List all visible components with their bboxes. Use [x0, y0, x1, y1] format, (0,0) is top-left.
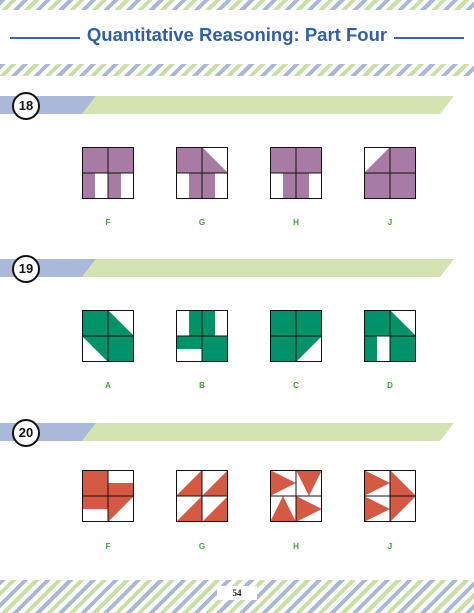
choice-18-f[interactable] [82, 147, 134, 199]
choice-19-d[interactable] [364, 310, 416, 362]
choice-19-c[interactable] [270, 310, 322, 362]
page-title: Quantitative Reasoning: Part Four [0, 24, 474, 46]
choice-label: H [293, 542, 299, 551]
page-number: 54 [217, 586, 257, 600]
question-number-19: 19 [12, 255, 40, 283]
choice-19-b[interactable] [176, 310, 228, 362]
choice-19-a[interactable] [82, 310, 134, 362]
choice-label: D [387, 381, 393, 390]
question-bar-18 [0, 96, 454, 114]
choice-label: F [105, 542, 111, 551]
choice-label: B [199, 381, 205, 390]
choice-label: C [293, 381, 299, 390]
choice-label: A [105, 381, 111, 390]
choice-20-f[interactable] [82, 470, 134, 522]
title-rule-left [10, 37, 80, 39]
choice-label: H [293, 218, 299, 227]
question-number-20: 20 [12, 419, 40, 447]
choice-label: F [105, 218, 111, 227]
choice-label: G [198, 218, 206, 227]
choice-20-g[interactable] [176, 470, 228, 522]
choice-18-h[interactable] [270, 147, 322, 199]
choice-18-j[interactable] [364, 147, 416, 199]
question-number-18: 18 [12, 92, 40, 120]
choice-label: J [387, 218, 393, 227]
top-stripe-border [0, 0, 474, 10]
header-stripe-border [0, 64, 474, 76]
choice-label: J [387, 542, 393, 551]
choice-20-h[interactable] [270, 470, 322, 522]
title-rule-right [394, 37, 464, 39]
question-bar-19 [0, 259, 454, 277]
choice-18-g[interactable] [176, 147, 228, 199]
question-bar-20 [0, 423, 454, 441]
choice-label: G [198, 542, 206, 551]
choice-20-j[interactable] [364, 470, 416, 522]
